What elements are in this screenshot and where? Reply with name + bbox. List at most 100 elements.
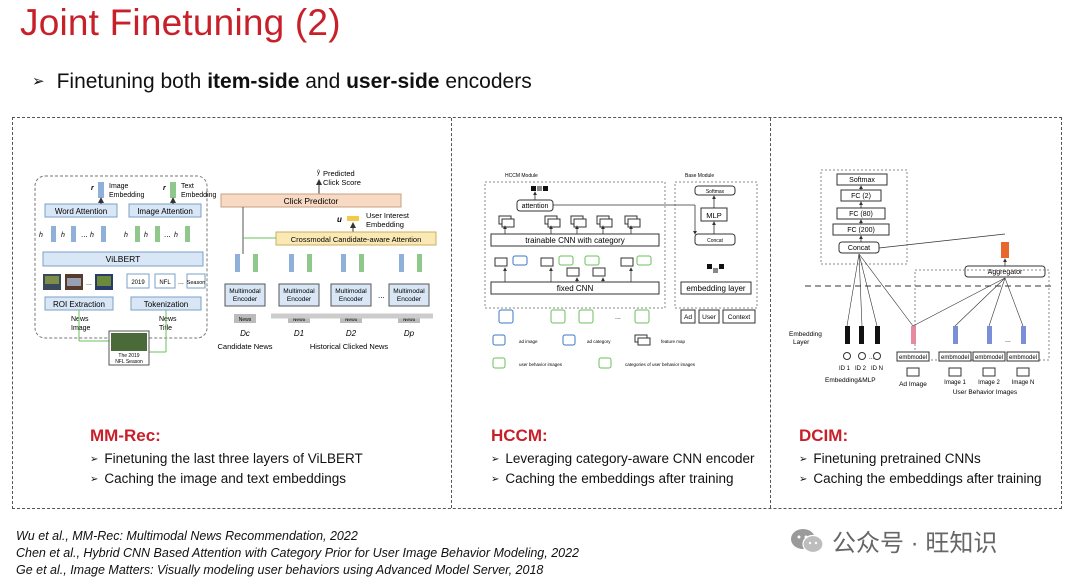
ad-image-embedding-bar bbox=[911, 326, 916, 344]
svg-text:feature map: feature map bbox=[661, 339, 686, 344]
svg-text:MLP: MLP bbox=[706, 211, 721, 220]
arrow-bullet-icon: ➢ bbox=[90, 454, 99, 465]
svg-text:h: h bbox=[90, 232, 94, 239]
svg-text:...: ... bbox=[615, 314, 621, 321]
intro-suffix: encoders bbox=[439, 70, 532, 93]
svg-text:h: h bbox=[174, 232, 178, 239]
history-encoder-2 bbox=[330, 283, 372, 307]
crossmodal-attention-label: Crossmodal Candidate-aware Attention bbox=[291, 235, 422, 244]
svg-text:Ad: Ad bbox=[684, 314, 692, 321]
base-module-box bbox=[674, 181, 758, 309]
svg-text:Context: Context bbox=[728, 314, 751, 321]
vilbert-label: ViLBERT bbox=[106, 254, 141, 264]
hccm-point-2: ➢Caching the embeddings after training bbox=[491, 471, 734, 486]
svg-text:FC (200): FC (200) bbox=[847, 227, 875, 234]
svg-text:FC (2): FC (2) bbox=[851, 193, 871, 200]
svg-text:...: ... bbox=[164, 230, 171, 239]
svg-text:Softmax: Softmax bbox=[849, 177, 875, 184]
svg-text:...: ... bbox=[1005, 337, 1011, 344]
image-attention-label: Image Attention bbox=[137, 207, 193, 216]
click-predictor-box bbox=[220, 193, 402, 208]
intro-bullet: ➢Finetuning both item-side and user-side… bbox=[32, 70, 532, 94]
history-encoder-1 bbox=[278, 283, 320, 307]
svg-text:r: r bbox=[91, 185, 95, 192]
dcim-figure: Softmax FC (2) FC (80) FC (200) Concat A… bbox=[789, 169, 1055, 396]
fixed-cnn-box bbox=[490, 281, 660, 295]
svg-text:...: ... bbox=[81, 230, 88, 239]
references: Wu et al., MM-Rec: Multimodal News Recom… bbox=[16, 528, 579, 579]
reference-3: Ge et al., Image Matters: Visually model… bbox=[16, 563, 544, 577]
token-nfl bbox=[154, 273, 176, 289]
svg-text:user behavior images: user behavior images bbox=[519, 362, 563, 367]
svg-text:ID 1: ID 1 bbox=[839, 366, 851, 372]
feature-maps-upper bbox=[498, 215, 641, 228]
svg-text:News: News bbox=[239, 317, 252, 323]
click-predictor-label: Click Predictor bbox=[284, 196, 339, 206]
roi-extraction-label: ROI Extraction bbox=[53, 300, 105, 309]
svg-text:Concat: Concat bbox=[848, 245, 870, 252]
svg-text:D2: D2 bbox=[346, 329, 357, 338]
dcim-point-1: ➢Finetuning pretrained CNNs bbox=[799, 451, 981, 466]
history-encoder-p bbox=[388, 283, 430, 307]
svg-text:Dc: Dc bbox=[240, 329, 250, 338]
svg-text:ID 2: ID 2 bbox=[855, 366, 867, 372]
svg-text:fixed CNN: fixed CNN bbox=[557, 284, 594, 293]
svg-text:NFL: NFL bbox=[159, 280, 171, 286]
divider-2 bbox=[770, 118, 771, 508]
svg-text:ad image: ad image bbox=[519, 339, 538, 344]
slide-title: Joint Finetuning (2) bbox=[20, 2, 341, 43]
candidate-news-icon bbox=[234, 314, 256, 323]
svg-text:...: ... bbox=[378, 291, 385, 300]
svg-text:ad category: ad category bbox=[587, 339, 611, 344]
embedding-layer-box bbox=[680, 281, 752, 295]
arrow-bullet-icon: ➢ bbox=[491, 454, 500, 465]
aggregated-embedding-bar bbox=[1001, 242, 1009, 258]
svg-text:h: h bbox=[61, 232, 65, 239]
svg-text:h: h bbox=[144, 232, 148, 239]
divider-1 bbox=[451, 118, 452, 508]
historical-news-label: Historical Clicked News bbox=[310, 342, 389, 351]
trainable-cnn-box bbox=[490, 233, 660, 247]
arrow-bullet-icon: ➢ bbox=[32, 73, 45, 90]
svg-text:Dp: Dp bbox=[404, 329, 415, 338]
user-behavior-encoders: embmodel embmodel embmodel Image 1 Image… bbox=[938, 326, 1040, 386]
svg-text:trainable CNN with category: trainable CNN with category bbox=[525, 236, 625, 245]
intro-prefix: Finetuning both bbox=[56, 70, 208, 93]
roi-patches: ... bbox=[43, 274, 113, 290]
mmrec-point-2: ➢Caching the image and text embeddings bbox=[90, 471, 347, 486]
text-embedding-bar bbox=[170, 182, 176, 198]
svg-text:Image 2: Image 2 bbox=[978, 380, 1000, 386]
word-attention-label: Word Attention bbox=[55, 207, 107, 216]
svg-text:FC (80): FC (80) bbox=[849, 211, 873, 218]
reference-2: Chen et al., Hybrid CNN Based Attention … bbox=[16, 546, 580, 560]
svg-text:2019: 2019 bbox=[131, 280, 145, 286]
svg-text:HCCM Module: HCCM Module bbox=[505, 173, 538, 179]
wechat-icon bbox=[791, 528, 824, 553]
hccm-module-box bbox=[484, 181, 666, 309]
svg-text:attention: attention bbox=[522, 203, 549, 210]
image-attention-box bbox=[128, 203, 202, 218]
svg-text:categories of user behavior im: categories of user behavior images bbox=[625, 362, 696, 367]
svg-text:Base Module: Base Module bbox=[685, 173, 714, 179]
svg-text:Softmax: Softmax bbox=[706, 189, 725, 195]
svg-text:Image N: Image N bbox=[1012, 380, 1035, 386]
arrow-bullet-icon: ➢ bbox=[491, 474, 500, 485]
ad-embmodel-box bbox=[896, 351, 930, 362]
svg-text:embedding layer: embedding layer bbox=[686, 284, 745, 293]
dcim-concat-box bbox=[838, 241, 880, 254]
image-embedding-bar bbox=[98, 182, 104, 198]
category-inputs bbox=[494, 255, 652, 277]
